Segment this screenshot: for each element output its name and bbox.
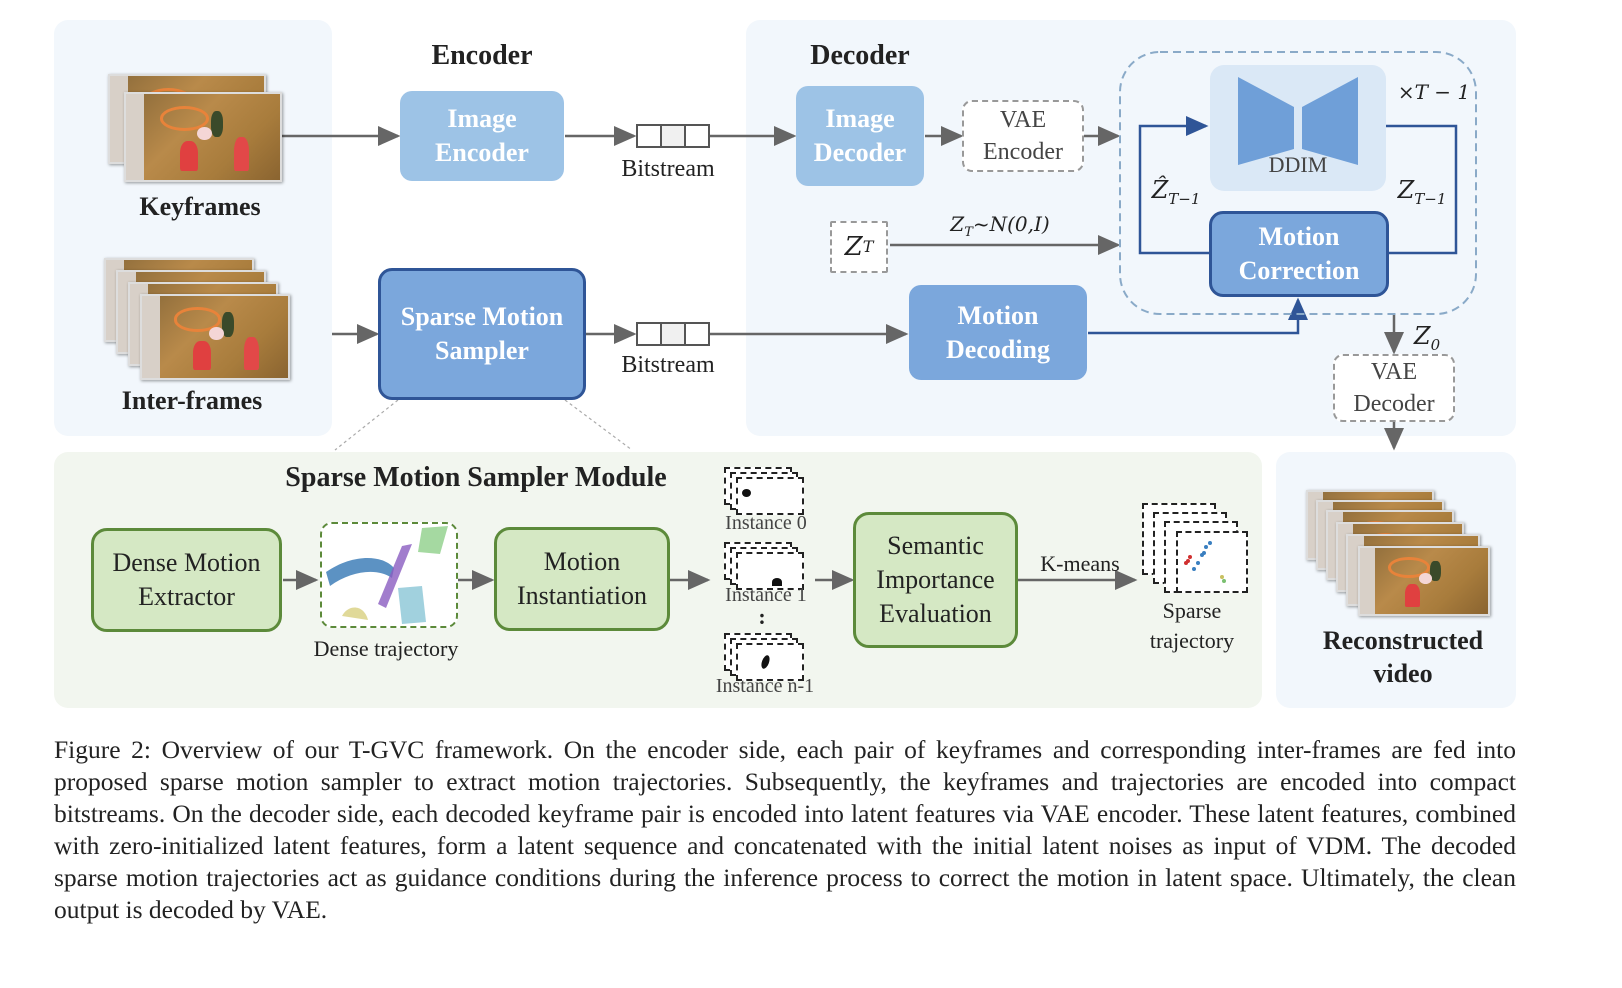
instance-1-label: Instance 1 (725, 584, 807, 606)
interframe-image-4 (140, 294, 290, 380)
semantic-importance-box: Semantic Importance Evaluation (853, 512, 1018, 648)
kmeans-label: K-means (1040, 551, 1120, 576)
keyframe-image-2 (124, 92, 282, 182)
bitstream-icon-top (636, 124, 710, 148)
motion-decoding-box: Motion Decoding (909, 285, 1087, 380)
dense-motion-extractor-box: Dense Motion Extractor (91, 528, 282, 632)
zoom-guide-right (564, 399, 633, 451)
instance-1-frame-front (736, 552, 804, 590)
ddim-label: DDIM (1268, 152, 1328, 177)
encoder-title: Encoder (431, 40, 533, 71)
motion-instantiation-box: Motion Instantiation (494, 527, 670, 631)
loop-right-z (1357, 116, 1458, 255)
bitstream-label-bottom: Bitstream (621, 352, 715, 378)
reconstructed-frame-6 (1358, 546, 1490, 616)
dense-trajectory-label: Dense trajectory (313, 636, 459, 661)
sampler-module-title: Sparse Motion Sampler Module (285, 462, 667, 493)
vae-decoder-box: VAE Decoder (1333, 354, 1455, 422)
reconstructed-video-label: Reconstructed video (1322, 626, 1484, 688)
ddim-loop-dashed-region (1119, 51, 1477, 315)
sparse-motion-sampler-box: Sparse Motion Sampler (378, 268, 586, 400)
dense-trajectory-image (320, 522, 458, 628)
image-encoder-box: Image Encoder (400, 91, 564, 181)
decoder-title: Decoder (810, 40, 910, 71)
z-tminus1-label: ZT−1 (1397, 176, 1447, 208)
zoom-guide-left (334, 399, 399, 451)
instance-0-frame-front (736, 477, 804, 515)
image-decoder-box: Image Decoder (796, 86, 924, 186)
motion-correction-box: Motion Correction (1209, 211, 1389, 297)
interframes-label: Inter-frames (121, 386, 263, 415)
zt-distribution-label: ZT~N(0,I) (950, 212, 1050, 240)
ddim-unet-icon (1238, 77, 1358, 165)
sparse-trajectory-label: Sparse trajectory (1149, 598, 1235, 653)
instance-n-1-label: Instance n-1 (715, 675, 815, 697)
z0-label: Z0 (1413, 322, 1441, 354)
figure-caption: Figure 2: Overview of our T-GVC framewor… (54, 735, 1516, 924)
sparse-frame-4 (1176, 531, 1248, 593)
zhat-label: ẐT−1 (1151, 176, 1201, 208)
bitstream-icon-bottom (636, 322, 710, 346)
loop-left-zhat (1138, 116, 1210, 255)
vae-encoder-box: VAE Encoder (962, 100, 1084, 172)
sparse-points (1184, 541, 1226, 583)
instance-ellipsis: : (758, 604, 766, 629)
instance-n-1-frame-front (736, 643, 804, 681)
bitstream-label-top: Bitstream (621, 156, 715, 182)
keyframes-label: Keyframes (139, 192, 261, 221)
arrow-motion-decoding-to-correction (1088, 297, 1308, 335)
repeat-count-label: ×T − 1 (1397, 80, 1471, 104)
instance-0-label: Instance 0 (725, 512, 807, 534)
